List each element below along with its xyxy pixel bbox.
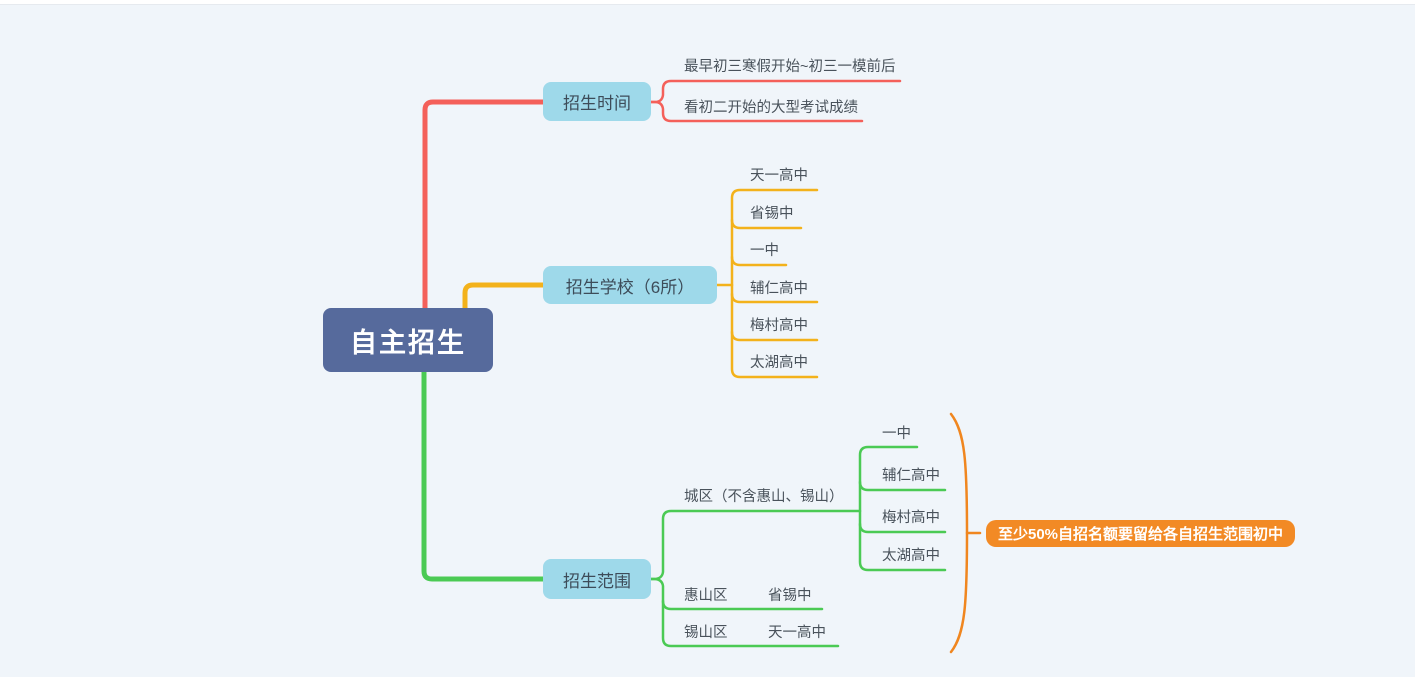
branch-scope-huishan-line: [661, 599, 824, 611]
subtopic-xishan-tianyi[interactable]: 天一高中: [768, 625, 826, 641]
subtopic-school-furen[interactable]: 辅仁高中: [750, 281, 808, 297]
branch-scope-urban-line: [649, 509, 862, 581]
branch-urban-line-3: [858, 522, 947, 534]
subtopic-time-exam-scores[interactable]: 看初二开始的大型考试成绩: [684, 100, 858, 116]
root-topic[interactable]: 自主招生: [323, 308, 493, 372]
branch-scope-xishan-line: [649, 577, 840, 648]
topic-admission-scope[interactable]: 招生范围: [543, 559, 651, 599]
subtopic-time-window[interactable]: 最早初三寒假开始~初三一模前后: [684, 59, 896, 75]
branch-schools-line-5: [730, 330, 819, 342]
summary-callout[interactable]: 至少50%自招名额要留给各自招生范围初中: [986, 520, 1296, 547]
subtopic-xishan-district[interactable]: 锡山区: [684, 625, 728, 641]
branch-schools-rail: [730, 188, 819, 379]
subtopic-urban-furen[interactable]: 辅仁高中: [882, 468, 940, 484]
subtopic-huishan-shengxi[interactable]: 省锡中: [768, 588, 812, 604]
subtopic-school-yizhong[interactable]: 一中: [750, 243, 779, 259]
window-top-bar: [0, 0, 1415, 5]
branch-schools-trunk: [462, 282, 546, 312]
branch-schools-line-2: [730, 218, 803, 230]
branch-urban-line-2: [858, 480, 947, 492]
subtopic-school-taihu[interactable]: 太湖高中: [750, 355, 808, 371]
branch-schools-line-3: [730, 255, 788, 267]
branch-schools-line-4: [730, 292, 819, 304]
subtopic-urban-yizhong[interactable]: 一中: [882, 426, 911, 442]
subtopic-school-meicun[interactable]: 梅村高中: [750, 318, 808, 334]
subtopic-urban-area[interactable]: 城区（不含惠山、锡山）: [684, 489, 844, 505]
branch-time-trunk: [422, 99, 546, 312]
subtopic-school-tianyi[interactable]: 天一高中: [750, 168, 808, 184]
branch-time-child-2-line: [649, 100, 864, 123]
subtopic-urban-taihu[interactable]: 太湖高中: [882, 548, 940, 564]
branch-urban-rail: [858, 445, 947, 572]
subtopic-urban-meicun[interactable]: 梅村高中: [882, 510, 940, 526]
summary-brace: [949, 412, 969, 654]
topic-admission-schools[interactable]: 招生学校（6所）: [543, 266, 717, 304]
subtopic-school-shengxi[interactable]: 省锡中: [750, 206, 794, 222]
branch-scope-trunk: [421, 368, 546, 582]
subtopic-huishan-district[interactable]: 惠山区: [684, 588, 728, 604]
topic-admission-time[interactable]: 招生时间: [543, 82, 651, 121]
